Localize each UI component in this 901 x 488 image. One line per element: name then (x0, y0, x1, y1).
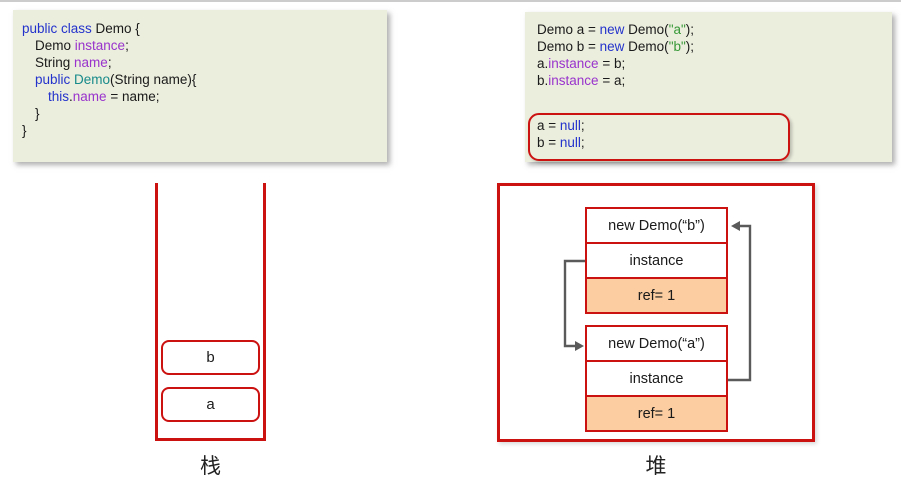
java-class-code-block: public class Demo {Demo instance;String … (13, 10, 387, 162)
java-usage-code-block: Demo a = new Demo("a");Demo b = new Demo… (525, 12, 892, 162)
heap-object-a-instance-field: instance (587, 360, 726, 395)
stack-frame-b: b (161, 340, 260, 375)
heap-object-a: new Demo(“a”) instance ref= 1 (585, 325, 728, 432)
stack-frame-a-label: a (206, 396, 215, 413)
stack-frame-a: a (161, 387, 260, 422)
null-assignment-highlight-box (528, 113, 790, 161)
heap-object-a-refcount: ref= 1 (587, 395, 726, 430)
heap-object-b-instance-field: instance (587, 242, 726, 277)
heap-label: 堆 (645, 455, 667, 478)
heap-object-b-refcount: ref= 1 (587, 277, 726, 312)
stack-label: 栈 (200, 455, 221, 478)
heap-object-a-title: new Demo(“a”) (587, 327, 726, 360)
stack-frame-b-label: b (206, 349, 215, 366)
heap-object-b-title: new Demo(“b”) (587, 209, 726, 242)
heap-object-b: new Demo(“b”) instance ref= 1 (585, 207, 728, 314)
top-divider (0, 0, 901, 2)
